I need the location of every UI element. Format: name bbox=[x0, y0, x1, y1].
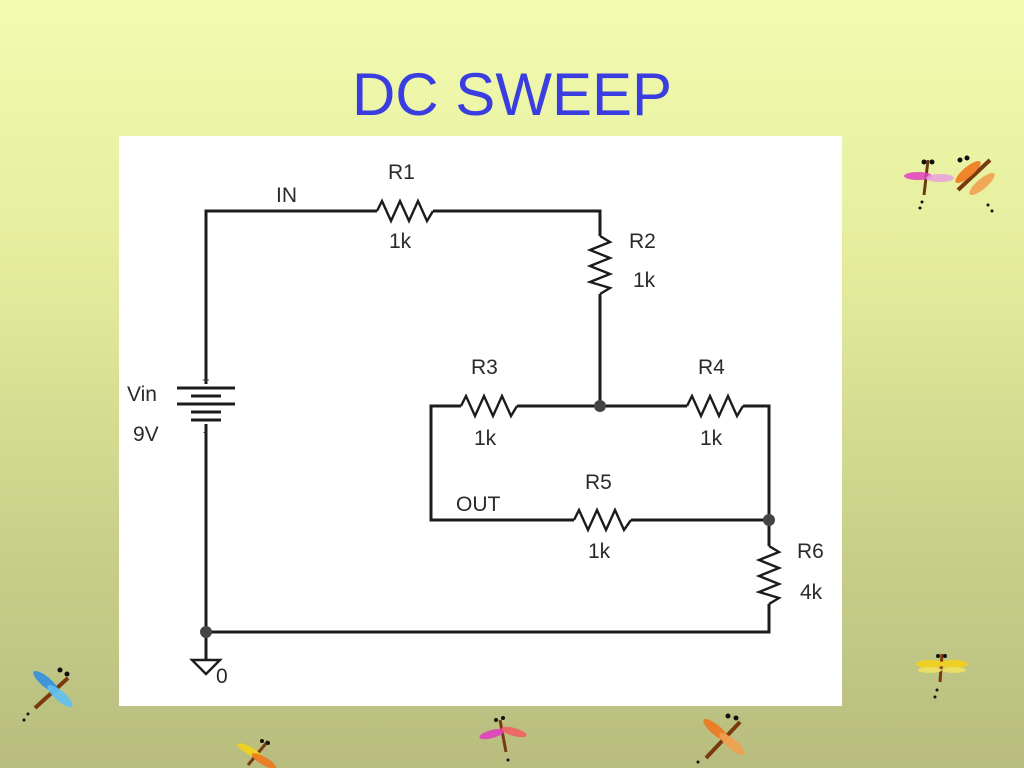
wire-r6-ground bbox=[204, 604, 771, 660]
dragonfly-icon bbox=[696, 713, 745, 764]
circuit-diagram: + - IN OUT 0 Vin 9V R1 1k R2 1k R3 1k R4… bbox=[119, 136, 842, 706]
battery-plus: + bbox=[202, 372, 210, 387]
slide-title: DC SWEEP bbox=[351, 61, 673, 128]
r4-value: 1k bbox=[700, 427, 723, 450]
ground-label: 0 bbox=[216, 665, 228, 688]
wire-r1-r2 bbox=[433, 209, 602, 236]
dragonfly-icon bbox=[904, 159, 954, 210]
circuit-schematic: + - IN OUT 0 Vin 9V R1 1k R2 1k R3 1k R4… bbox=[127, 161, 824, 688]
junction-dot bbox=[763, 514, 775, 526]
r1-value: 1k bbox=[389, 230, 412, 253]
ground-symbol bbox=[189, 658, 223, 676]
dragonfly-icon bbox=[22, 667, 73, 722]
r6-value: 4k bbox=[800, 581, 823, 604]
source-value: 9V bbox=[133, 423, 159, 446]
dragonfly-icon bbox=[955, 155, 995, 213]
dragonfly-icon bbox=[237, 739, 277, 768]
dragonfly-pair-icon bbox=[904, 155, 995, 213]
resistor-r5 bbox=[572, 507, 632, 533]
dragonfly-icon bbox=[479, 716, 527, 762]
wire-r3-out bbox=[429, 404, 574, 522]
dragonfly-icon bbox=[916, 653, 968, 699]
r4-name: R4 bbox=[698, 356, 725, 379]
r2-value: 1k bbox=[633, 269, 656, 292]
resistor-r2 bbox=[586, 234, 614, 296]
r3-value: 1k bbox=[474, 427, 497, 450]
resistor-r3 bbox=[459, 393, 519, 419]
r2-name: R2 bbox=[629, 230, 656, 253]
r5-name: R5 bbox=[585, 471, 612, 494]
battery-symbol bbox=[177, 386, 235, 422]
junction-dot bbox=[200, 626, 212, 638]
net-label-out: OUT bbox=[456, 493, 501, 516]
wire-in bbox=[204, 209, 377, 384]
resistor-r1 bbox=[375, 198, 435, 224]
r1-name: R1 bbox=[388, 161, 415, 184]
net-label-in: IN bbox=[276, 184, 297, 207]
battery-minus: - bbox=[203, 424, 207, 439]
junction-dot bbox=[594, 400, 606, 412]
r6-name: R6 bbox=[797, 540, 824, 563]
resistor-r6 bbox=[755, 544, 783, 606]
wire-r4-right bbox=[743, 404, 771, 546]
source-name: Vin bbox=[127, 383, 157, 406]
r3-name: R3 bbox=[471, 356, 498, 379]
resistor-r4 bbox=[685, 393, 745, 419]
r5-value: 1k bbox=[588, 540, 611, 563]
